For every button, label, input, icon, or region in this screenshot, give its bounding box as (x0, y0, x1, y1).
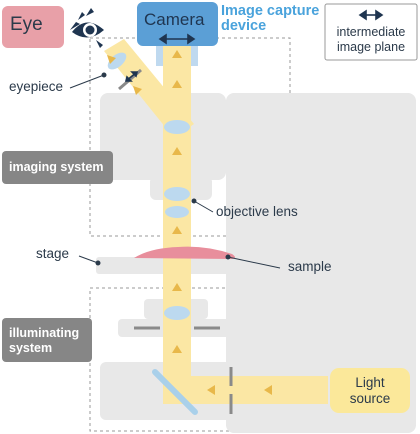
double-arrow-icon (358, 9, 384, 21)
imaging-system-box (2, 151, 113, 184)
legend-label-1: intermediate (336, 25, 406, 39)
stage-label: stage (36, 246, 70, 261)
apertures (134, 326, 233, 414)
camera-label: Camera (144, 10, 205, 29)
illuminating-label-1: illuminating (9, 326, 80, 340)
legend-box (324, 3, 418, 61)
light-source-label-1: Light (355, 375, 385, 390)
sample-blob (134, 246, 235, 259)
image-capture-label-2: device (221, 18, 267, 34)
direction-arrows (107, 50, 272, 395)
camera-double-arrow (158, 33, 196, 45)
leader-lines (69, 72, 281, 269)
light-source-label-2: source (349, 391, 391, 406)
mirror (152, 369, 198, 415)
objective-lens-top (164, 187, 190, 201)
eye-box (2, 6, 64, 48)
eyepiece-double-arrow (124, 71, 139, 82)
objective-lens-label: objective lens (216, 204, 298, 219)
tube-lens (164, 120, 190, 134)
illuminating-system-box (2, 318, 92, 362)
lenses (107, 52, 190, 320)
sample-label: sample (288, 259, 332, 274)
imaging-system-label: imaging system (9, 160, 104, 174)
eye-icon (70, 8, 104, 48)
illuminating-label-2: system (9, 341, 53, 355)
light-path (104, 39, 328, 404)
light-source-box (330, 368, 410, 413)
objective-lens-bottom (165, 206, 189, 218)
eye-label: Eye (10, 14, 43, 35)
microscope-body (96, 93, 416, 433)
eyepiece-label: eyepiece (9, 79, 64, 94)
image-capture-label-1: Image capture (221, 3, 320, 19)
legend-label-2: image plane (336, 40, 406, 54)
condenser-lens (164, 306, 190, 320)
eyepiece-lens (107, 52, 127, 70)
camera-box (137, 2, 218, 46)
